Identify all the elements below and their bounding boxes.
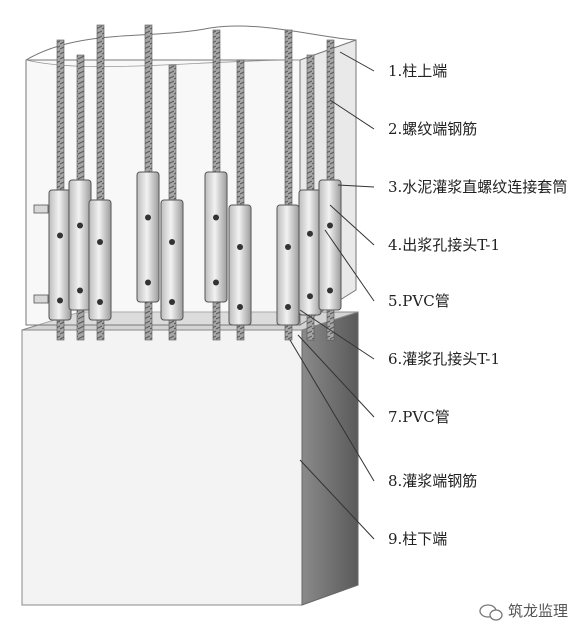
leader-line [324, 229, 375, 302]
inlet-port [307, 293, 313, 300]
rebar-unit [88, 24, 112, 341]
callout-label: 4.出浆孔接头T-1 [388, 236, 500, 254]
threaded-rebar [76, 54, 85, 183]
rebar-unit [136, 24, 160, 341]
threaded-rebar [168, 64, 177, 203]
rebar-unit [228, 59, 252, 341]
pvc-pipe-stub [33, 204, 49, 214]
leader-line [289, 339, 375, 482]
leader-line [329, 99, 375, 130]
outlet-port [169, 239, 175, 245]
rebar-unit [68, 54, 92, 341]
watermark: 筑龙监理 [479, 602, 568, 621]
grout-rebar [56, 317, 65, 341]
inlet-port [169, 299, 175, 305]
pvc-pipe-stub [33, 294, 49, 304]
outlet-port [285, 244, 291, 250]
rebar-unit [298, 54, 322, 341]
outlet-port [237, 244, 243, 250]
leader-line [337, 184, 375, 188]
threaded-rebar [144, 24, 153, 175]
leader-line [299, 459, 375, 540]
threaded-rebar [306, 54, 315, 193]
outlet-port [97, 239, 103, 245]
watermark-text: 筑龙监理 [508, 602, 568, 620]
grout-rebar [76, 307, 85, 341]
callout-label: 8.灌浆端钢筋 [388, 472, 477, 490]
leader-line [329, 204, 375, 246]
grout-sleeve [318, 179, 342, 311]
grout-rebar [236, 322, 245, 341]
outlet-port [145, 214, 151, 221]
inlet-port [327, 287, 333, 294]
threaded-rebar [96, 24, 105, 203]
callout-label: 1.柱上端 [388, 62, 447, 80]
inlet-port [57, 297, 63, 304]
inlet-port [97, 299, 103, 305]
grout-rebar [284, 322, 293, 341]
callout-labels: 1.柱上端 2.螺纹端钢筋 3.水泥灌浆直螺纹连接套筒 4.出浆孔接头T-1 5.PVC… [289, 51, 567, 548]
outlet-port [77, 222, 83, 229]
grout-rebar [168, 317, 177, 341]
threaded-rebar [236, 59, 245, 208]
callout-label: 7.PVC管 [388, 408, 450, 426]
rebar-unit [160, 64, 184, 341]
leader-line [297, 334, 375, 418]
outlet-port [213, 214, 219, 221]
inlet-port [145, 279, 151, 286]
rebar-sleeve-group [33, 24, 342, 341]
grout-sleeve [136, 171, 160, 303]
grout-sleeve [228, 204, 252, 326]
grout-rebar [144, 299, 153, 341]
inlet-port [213, 279, 219, 286]
callout-label: 5.PVC管 [388, 292, 450, 310]
grout-rebar [212, 299, 221, 341]
callout-label: 9.柱下端 [388, 530, 447, 548]
threaded-rebar [284, 29, 293, 208]
grout-sleeve [88, 199, 112, 321]
callout-label: 6.灌浆孔接头T-1 [388, 350, 500, 368]
grout-sleeve [160, 199, 184, 321]
outlet-port [327, 222, 333, 229]
callout-label: 3.水泥灌浆直螺纹连接套筒 [388, 178, 567, 196]
rebar-unit [204, 29, 228, 341]
threaded-rebar [212, 29, 221, 175]
threaded-rebar [56, 39, 65, 193]
grout-rebar [96, 317, 105, 341]
threaded-rebar [326, 39, 335, 183]
inlet-port [77, 287, 83, 294]
grout-sleeve [204, 171, 228, 303]
lower-column [21, 311, 359, 606]
wechat-icon [479, 604, 503, 621]
inlet-port [237, 304, 243, 310]
inlet-port [285, 304, 291, 310]
leader-line [339, 51, 375, 72]
rebar-unit [48, 39, 72, 341]
outlet-port [57, 232, 63, 239]
callout-label: 2.螺纹端钢筋 [388, 120, 477, 138]
outlet-port [307, 230, 313, 237]
rebar-unit [318, 39, 342, 341]
leader-line [299, 309, 375, 360]
grout-rebar [326, 307, 335, 341]
